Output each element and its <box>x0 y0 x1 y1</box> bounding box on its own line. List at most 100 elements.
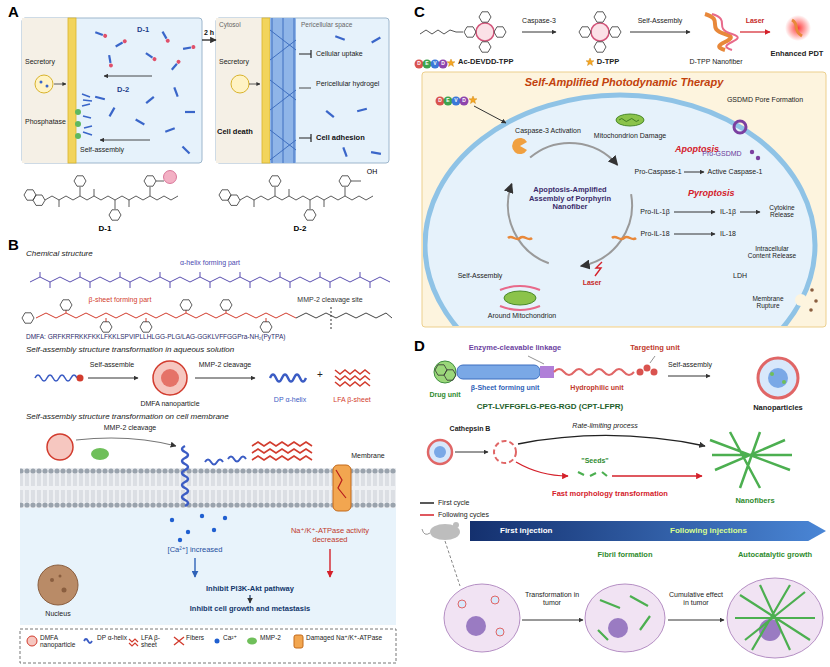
figure-label: Caspase-3 Activation <box>515 127 581 135</box>
figure-label: Laser <box>746 17 765 25</box>
legend-samples <box>27 636 37 646</box>
figure-label: D-TPP Nanofiber <box>689 58 742 66</box>
membrane-art <box>336 470 346 498</box>
cell-art <box>504 291 536 305</box>
cycle-art <box>494 441 516 463</box>
figure-label: Rate-limiting process <box>572 422 637 430</box>
hydrogel-art <box>335 36 344 39</box>
node-text: Cell death <box>217 128 253 137</box>
porphyrin-art <box>630 32 690 33</box>
figure-label: β-Sheet forming unit <box>471 384 539 392</box>
tumor-art <box>522 620 583 621</box>
prodrug-art <box>770 372 774 376</box>
cell-art <box>810 288 814 292</box>
porphyrin-art <box>494 27 506 37</box>
legend-text: Ca²⁺ <box>223 634 237 641</box>
cycle-art <box>420 432 792 515</box>
molecule-art <box>95 30 196 153</box>
node-text: First injection <box>500 526 552 535</box>
figure-label: IL-1β <box>720 208 736 216</box>
cell-art <box>508 237 636 239</box>
node-text: Inhibit cell growth and metastasis <box>190 605 310 614</box>
chemical-structure <box>269 176 281 186</box>
porphyrin-art <box>522 32 556 33</box>
porphyrin-art <box>586 58 594 66</box>
legend-samples <box>84 639 92 643</box>
membrane-art <box>212 528 216 532</box>
porphyrin-art <box>792 20 802 36</box>
cell-art <box>684 172 704 173</box>
cell-art <box>474 106 506 123</box>
legend-samples <box>20 629 396 663</box>
molecule-art <box>95 97 105 100</box>
figure-label: Self-Assembly <box>458 272 503 280</box>
cell-art <box>512 138 527 154</box>
membrane-art <box>38 565 78 605</box>
cycle-art <box>420 502 434 504</box>
peptide-chain <box>30 277 390 282</box>
figure-label: E <box>425 61 428 67</box>
figure-label: D-TPP <box>597 58 620 67</box>
prodrug-art <box>444 370 456 380</box>
figure-label: Pro-IL-18 <box>640 230 669 238</box>
legend-samples <box>20 629 396 663</box>
hydrogel-art <box>249 84 260 85</box>
node-ground <box>22 18 202 163</box>
node-text: Pericellular space <box>301 21 352 28</box>
prodrug-art <box>758 358 798 398</box>
figure-label: Cytokine Release <box>763 204 801 219</box>
node-text: Cellular uptake <box>316 50 363 58</box>
tumor-art <box>458 600 466 608</box>
membrane-art <box>178 538 182 542</box>
molecule-art <box>183 45 196 51</box>
legend-text: Damaged Na⁺/K⁺-ATPase <box>306 634 382 641</box>
figure-label: GSDMD Pore Formation <box>727 96 803 104</box>
figure-label: Hydrophilic unit <box>570 384 623 392</box>
membrane-art <box>329 549 330 577</box>
chemical-structure <box>45 196 178 200</box>
cell-art <box>469 96 477 104</box>
node-text: Pericellular hydrogel <box>316 80 386 88</box>
figure-label: D <box>438 98 442 104</box>
cell-membrane-art <box>40 81 43 84</box>
figure-label: D <box>414 337 425 354</box>
membrane-art <box>333 465 351 511</box>
tumor-art <box>598 596 650 640</box>
peptide-chain <box>140 322 152 332</box>
figure-label: MMP-2 cleavage <box>199 361 252 369</box>
assembly-art <box>88 378 138 379</box>
peptide-chain <box>220 300 232 310</box>
tumor-art <box>453 522 459 528</box>
chemical-structure <box>240 196 373 200</box>
prodrug-art <box>554 369 634 375</box>
cell-art <box>444 97 453 106</box>
chemical-structure <box>74 176 86 186</box>
hydrogel-art <box>343 147 346 156</box>
cell-art <box>734 121 746 133</box>
membrane-art <box>20 508 396 625</box>
assembly-art <box>270 375 306 382</box>
figure-label: Nucleus <box>45 610 70 618</box>
panel-frame: SecretoryPhosphataseSelf-assemblyD-1D-2 <box>22 18 202 163</box>
porphyrin-art <box>415 60 424 69</box>
node-text: D-2 <box>117 86 129 95</box>
cell-art <box>809 308 813 312</box>
legend-item: MMP-2 <box>260 634 288 641</box>
figure-label: Mitochondrion Damage <box>594 132 666 140</box>
cell-art <box>425 95 818 395</box>
cell-art <box>795 294 807 306</box>
chemical-structure <box>304 210 316 220</box>
prodrug-art <box>457 365 540 379</box>
cell-membrane-art <box>82 94 92 135</box>
chemical-structure <box>59 181 164 209</box>
tumor-art <box>727 578 823 658</box>
node-text: Self-assembly <box>80 146 124 154</box>
molecule-art <box>165 128 174 131</box>
porphyrin-art <box>439 60 448 69</box>
legend-samples <box>129 639 138 646</box>
figure-label: Pro-IL-1β <box>640 208 669 216</box>
cell-art <box>674 234 715 235</box>
cell-membrane-art <box>75 133 81 139</box>
prodrug-art <box>650 356 655 363</box>
prodrug-art <box>434 356 798 398</box>
